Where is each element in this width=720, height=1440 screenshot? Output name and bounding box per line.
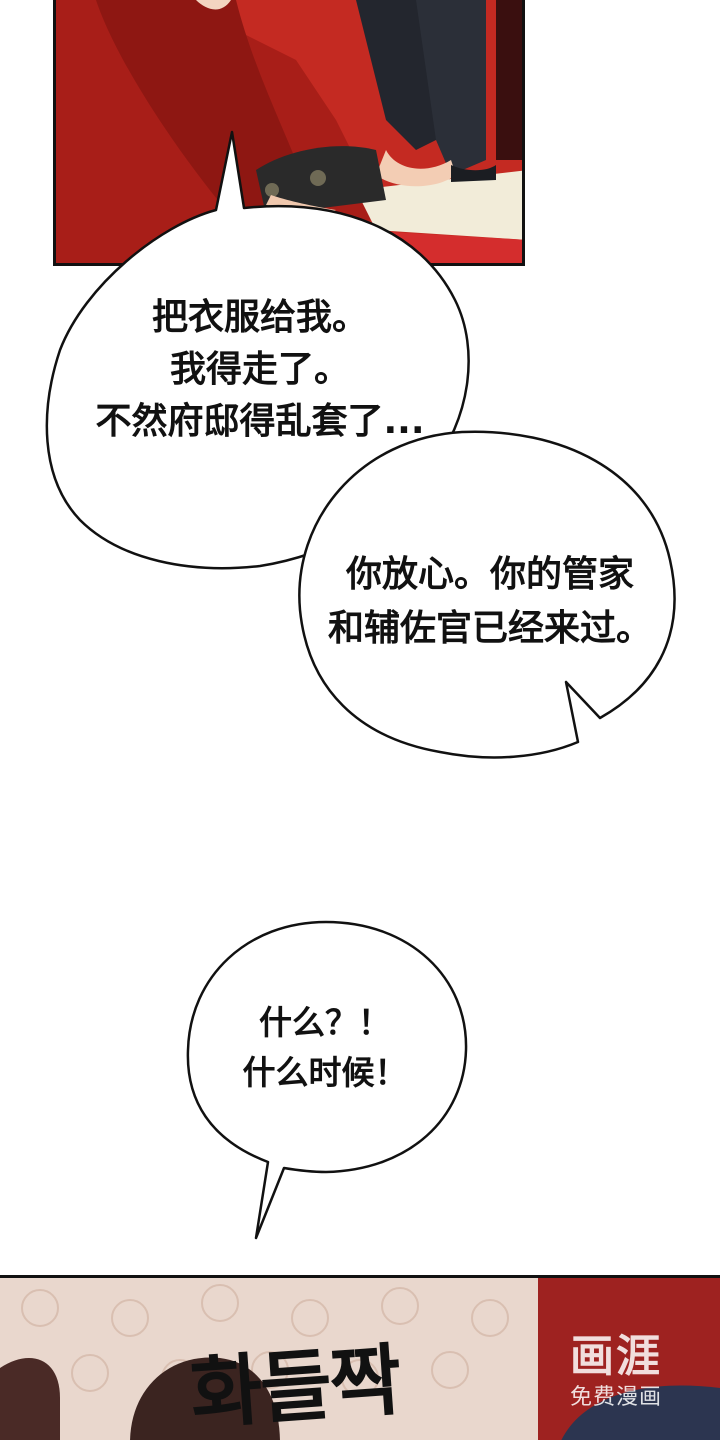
bare-foot — [376, 150, 456, 187]
dialogue-line: 你放心。你的管家 — [345, 554, 634, 595]
dialogue-line: 我得走了。 — [169, 349, 350, 390]
dialogue-line: 把衣服给我。 — [151, 297, 368, 338]
watermark-logo: 画涯 — [569, 1331, 662, 1382]
dark-sock — [451, 165, 496, 182]
speech-bubble-first-text: 把衣服给我。 我得走了。 不然府邸得乱套了... — [70, 292, 450, 448]
dialogue-line: 什么？！ — [259, 1003, 391, 1042]
speech-bubble-first — [45, 130, 470, 570]
robe-fold — [96, 0, 316, 215]
dark-trousers-right — [416, 0, 486, 175]
panel-bottom-illustration — [0, 1278, 720, 1440]
dark-hair-left — [0, 1358, 60, 1440]
chair-ornament — [265, 183, 279, 197]
comic-panel-bottom: 화들짝 画涯 免费漫画 — [0, 1275, 720, 1440]
floor-stripe — [356, 170, 522, 240]
dark-figure-right — [561, 1385, 720, 1440]
watermark-subtitle: 免费漫画 — [569, 1385, 662, 1410]
dialogue-line: 和辅佐官已经来过。 — [327, 608, 652, 649]
curtain-dark — [496, 0, 522, 160]
chair-ornament — [310, 170, 326, 186]
dialogue-line: 什么时候！ — [242, 1053, 408, 1092]
dark-hair-center — [130, 1357, 280, 1440]
speech-bubble-second-text: 你放心。你的管家 和辅佐官已经来过。 — [300, 548, 680, 656]
hand-top — [196, 0, 231, 10]
speech-bubble-second — [298, 430, 676, 759]
dialogue-line: 不然府邸得乱套了... — [95, 401, 425, 442]
speech-bubble-third — [186, 920, 468, 1240]
sound-effect-text: 화들짝 — [187, 1335, 403, 1440]
speech-bubble-third-text: 什么？！ 什么时候！ — [190, 998, 460, 1098]
watermark: 画涯 免费漫画 — [570, 1331, 662, 1413]
